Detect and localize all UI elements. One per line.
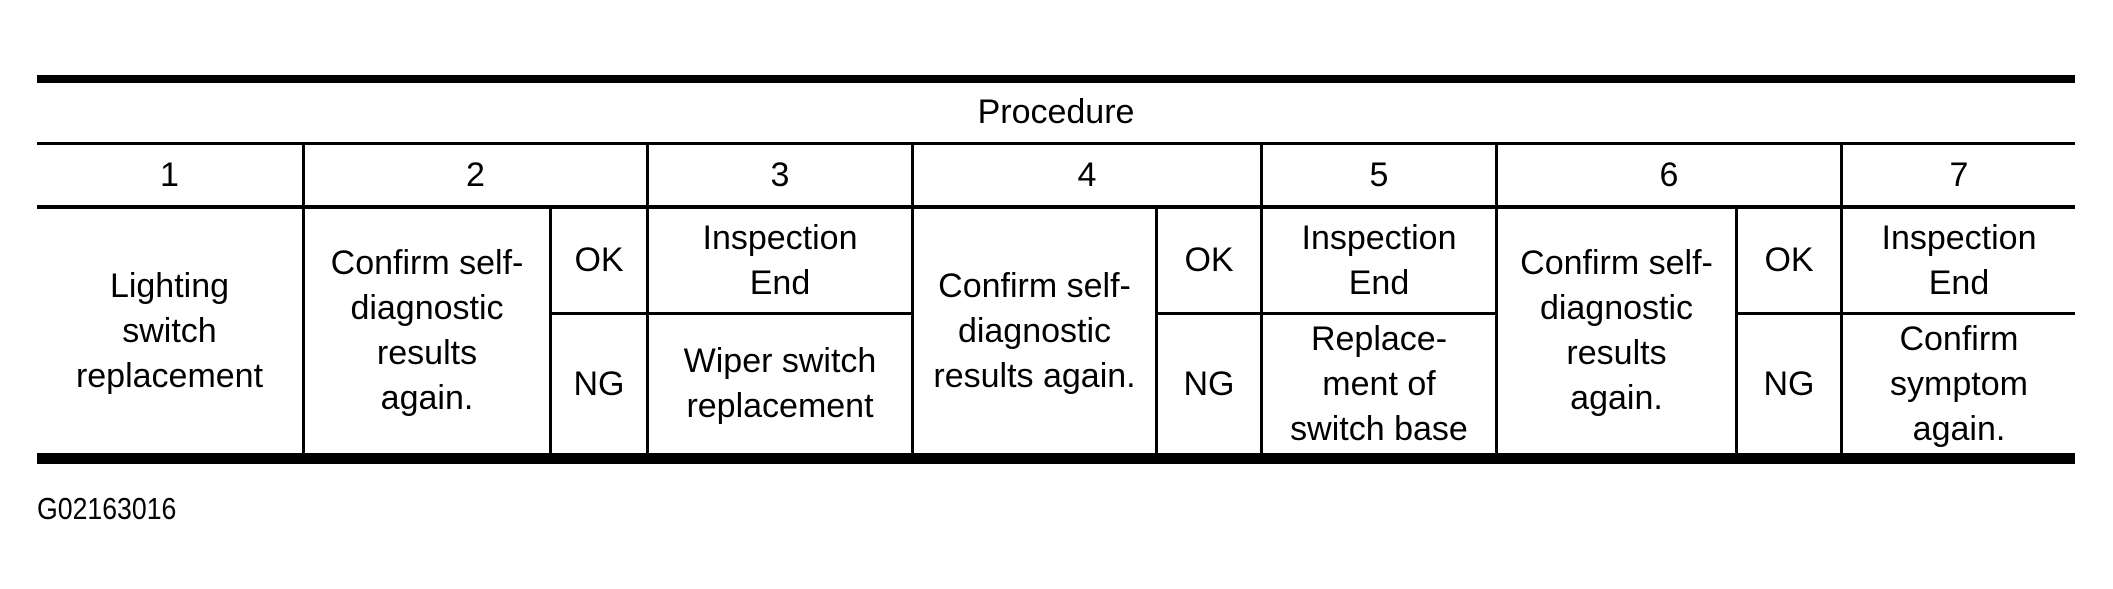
step-6-ok-label: OK bbox=[1735, 209, 1840, 315]
step-2-ng-label: NG bbox=[549, 315, 646, 453]
step-6-action-cell: Confirm self- diagnostic results again. bbox=[1495, 209, 1735, 453]
step-2-ok-label: OK bbox=[549, 209, 646, 315]
step-number-7: 7 bbox=[1840, 145, 2075, 209]
figure-id: G02163016 bbox=[37, 491, 177, 526]
step-5-ng-result-cell: Replace- ment of switch base bbox=[1260, 315, 1495, 453]
step-number-4: 4 bbox=[911, 145, 1260, 209]
step-7-ng-result-cell: Confirm symptom again. bbox=[1840, 315, 2075, 453]
step-7-ok-result-cell: Inspection End bbox=[1840, 209, 2075, 315]
step-number-2: 2 bbox=[302, 145, 646, 209]
step-6-ng-label: NG bbox=[1735, 315, 1840, 453]
step-1-task-cell: Lighting switch replacement bbox=[37, 209, 302, 453]
step-3-ok-result-cell: Inspection End bbox=[646, 209, 911, 315]
step-4-ng-label: NG bbox=[1155, 315, 1260, 453]
step-number-6: 6 bbox=[1495, 145, 1840, 209]
procedure-title: Procedure bbox=[37, 83, 2075, 145]
step-number-3: 3 bbox=[646, 145, 911, 209]
step-4-ok-label: OK bbox=[1155, 209, 1260, 315]
step-4-action-cell: Confirm self- diagnostic results again. bbox=[911, 209, 1155, 453]
step-number-1: 1 bbox=[37, 145, 302, 209]
step-number-5: 5 bbox=[1260, 145, 1495, 209]
step-2-action-cell: Confirm self- diagnostic results again. bbox=[302, 209, 549, 453]
step-3-ng-result-cell: Wiper switch replacement bbox=[646, 315, 911, 453]
procedure-table: Procedure 1 2 3 4 5 6 7 Lighting switch … bbox=[37, 75, 2075, 464]
step-5-ok-result-cell: Inspection End bbox=[1260, 209, 1495, 315]
